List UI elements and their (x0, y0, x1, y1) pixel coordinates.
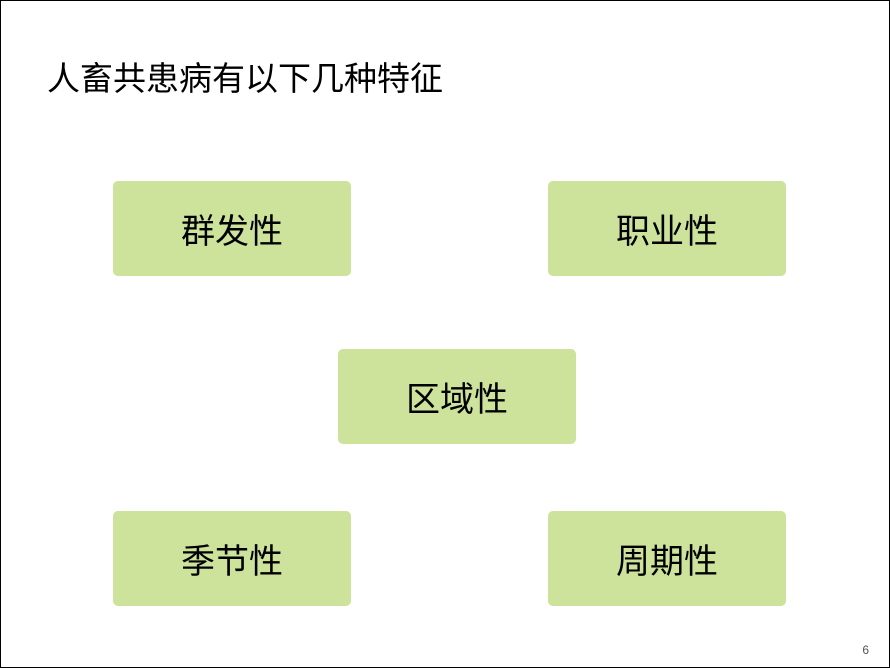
feature-box-occupational: 职业性 (548, 181, 786, 276)
slide-title: 人畜共患病有以下几种特征 (47, 59, 443, 98)
feature-box-regional: 区域性 (338, 349, 576, 444)
feature-box-seasonal: 季节性 (113, 511, 351, 606)
feature-box-periodic: 周期性 (548, 511, 786, 606)
page-number: 6 (862, 643, 869, 657)
feature-box-clustering: 群发性 (113, 181, 351, 276)
